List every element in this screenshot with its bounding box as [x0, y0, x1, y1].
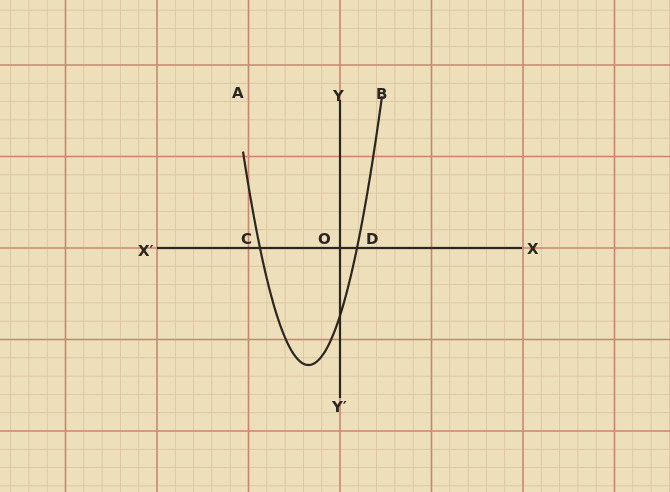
- y-prime-axis-label: Y′: [331, 398, 347, 416]
- point-d-label: D: [366, 230, 378, 248]
- point-a-label: A: [232, 84, 244, 102]
- x-axis-label: X: [527, 240, 539, 258]
- origin-label: O: [318, 230, 331, 248]
- y-axis-label: Y: [332, 87, 345, 105]
- parabola-curve: [241, 96, 384, 367]
- x-prime-axis-label: X′: [138, 242, 154, 260]
- point-c-label: C: [241, 230, 252, 248]
- point-b-label: B: [376, 85, 387, 103]
